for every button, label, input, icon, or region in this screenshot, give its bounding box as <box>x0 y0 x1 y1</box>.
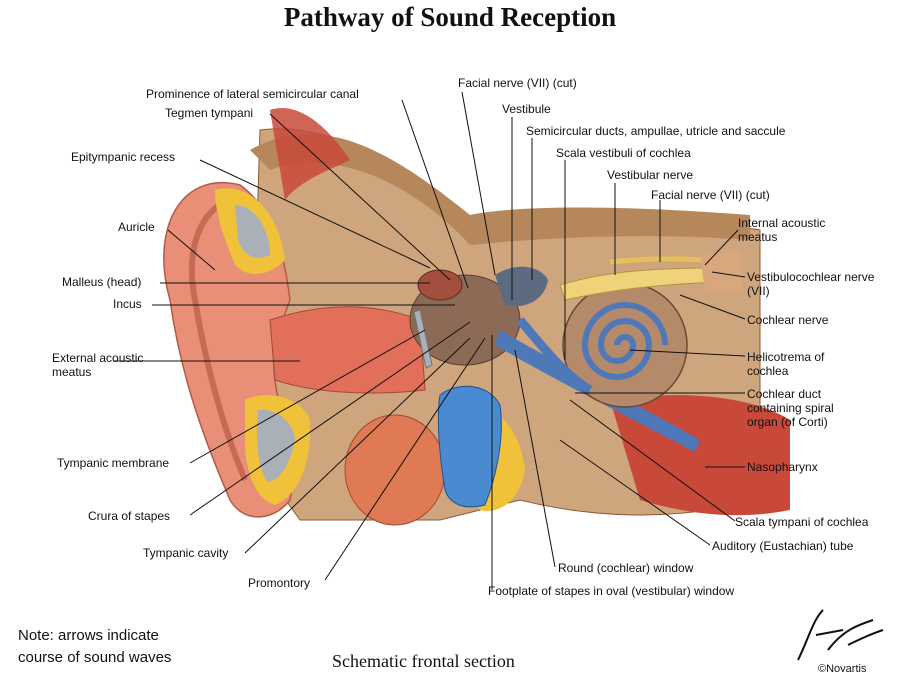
label-prominence: Prominence of lateral semicircular canal <box>146 87 359 101</box>
leader-cavity <box>244 337 471 554</box>
label-vestibulocochlear: Vestibulocochlear nerve (VII) <box>747 270 875 298</box>
label-cochlear-nerve: Cochlear nerve <box>747 313 829 327</box>
leader-facial-top <box>461 91 496 276</box>
scala-vestibuli-duct <box>516 317 593 394</box>
leader-auditory-tube <box>559 439 711 546</box>
caption-text: Schematic frontal section <box>332 651 515 671</box>
leader-promontory <box>324 337 486 581</box>
leader-internal <box>704 229 739 266</box>
label-tympanic-membrane: Tympanic membrane <box>57 456 170 470</box>
label-vestibule: Vestibule <box>502 102 551 116</box>
label-promontory: Promontory <box>248 576 311 590</box>
leader-scala-tympani <box>569 399 736 522</box>
label-facial-nerve-top: Facial nerve (VII) (cut) <box>458 76 577 90</box>
label-auricle: Auricle <box>118 220 155 234</box>
label-semicircular-ducts: Semicircular ducts, ampullae, utricle an… <box>526 124 786 138</box>
leader-round-window <box>514 349 556 568</box>
internal-meatus-shape <box>700 250 742 292</box>
malleus-incus <box>417 269 463 301</box>
label-internal-meatus: Internal acoustic meatus <box>738 216 826 244</box>
cochlea-spiral <box>581 302 668 380</box>
leader-helicotrema <box>629 349 746 357</box>
leader-prominence <box>401 99 469 289</box>
label-external-meatus: External acoustic meatus <box>52 351 144 379</box>
external-meatus-canal <box>269 306 426 394</box>
note-text: Note: arrows indicate course of sound wa… <box>18 627 172 666</box>
leader-vestibulocochlear <box>711 271 746 278</box>
tympanic-membrane-shape <box>413 309 433 369</box>
cartilage-lower <box>256 409 295 482</box>
label-nasopharynx: Nasopharynx <box>747 460 818 474</box>
label-tympanic-cavity: Tympanic cavity <box>143 546 229 560</box>
leader-membrane <box>189 329 426 464</box>
muscle-upper <box>270 108 350 200</box>
label-cochlear-duct: Cochlear duct containing spiral organ (o… <box>747 387 834 429</box>
netter-signature <box>797 609 884 661</box>
leader-tegmen <box>269 113 451 281</box>
label-incus: Incus <box>113 297 142 311</box>
jugular-vein <box>437 385 502 508</box>
label-epitympanic: Epitympanic recess <box>71 150 176 164</box>
label-scala-tympani: Scala tympani of cochlea <box>735 515 869 529</box>
leader-epitympanic <box>199 159 431 269</box>
leader-auricle <box>167 229 216 271</box>
auricle-rim <box>189 197 248 482</box>
label-malleus: Malleus (head) <box>62 275 142 289</box>
cartilage-upper <box>235 205 270 258</box>
label-vestibular-nerve: Vestibular nerve <box>607 168 694 182</box>
label-helicotrema: Helicotrema of cochlea <box>747 350 825 378</box>
label-facial-nerve-right: Facial nerve (VII) (cut) <box>651 188 770 202</box>
brand-text: ©Novartis <box>818 663 867 675</box>
label-round-window: Round (cochlear) window <box>558 561 694 575</box>
leader-crura <box>189 321 471 516</box>
vestibule-shape <box>495 266 548 307</box>
label-tegmen: Tegmen tympani <box>165 106 254 120</box>
label-footplate: Footplate of stapes in oval (vestibular)… <box>488 584 735 598</box>
leader-cochlear-nerve <box>679 294 746 320</box>
label-crura: Crura of stapes <box>88 509 171 523</box>
diagram-title: Pathway of Sound Reception <box>283 2 617 32</box>
label-scala-vestibuli: Scala vestibuli of cochlea <box>556 146 691 160</box>
bone-upper-ridge <box>250 134 750 245</box>
label-auditory-tube: Auditory (Eustachian) tube <box>712 539 854 553</box>
